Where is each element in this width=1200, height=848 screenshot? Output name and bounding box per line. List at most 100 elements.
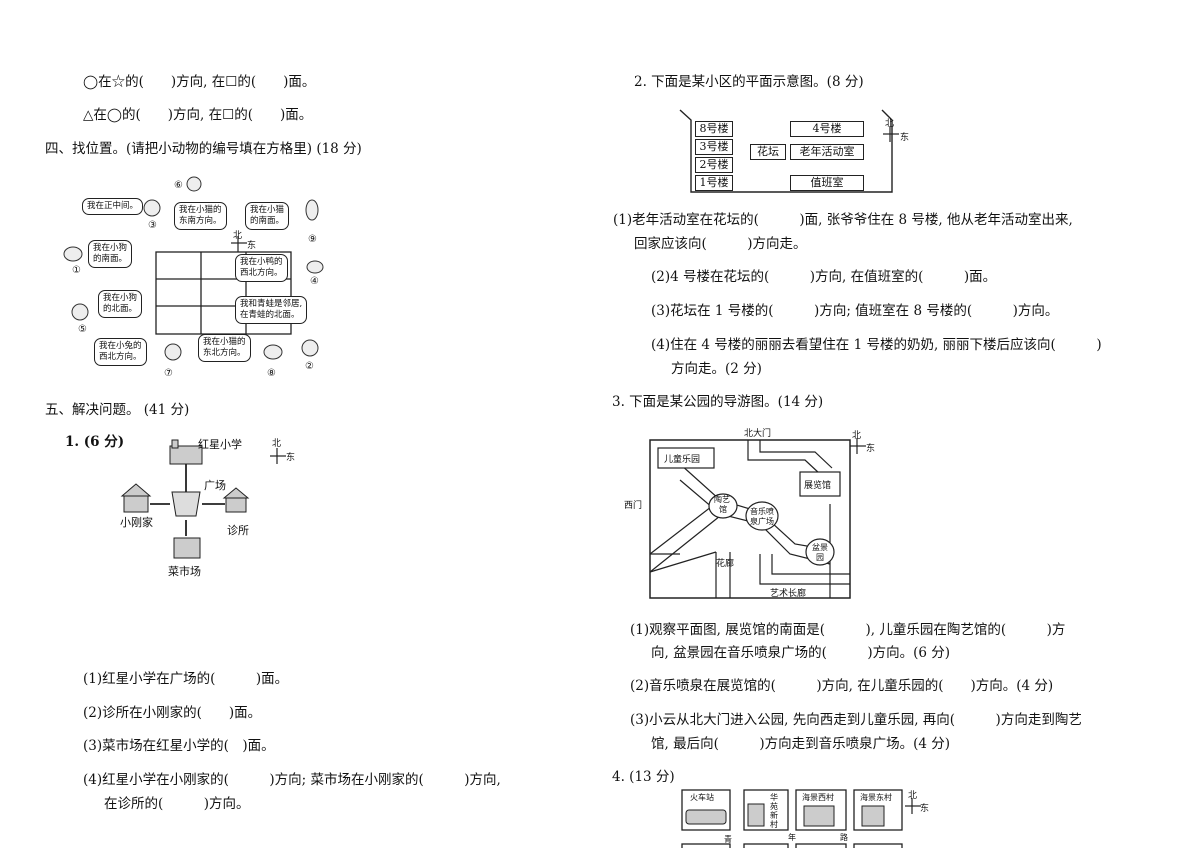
fountain-label-1: 音乐喷 [750, 507, 774, 516]
east-village-label: 海景东村 [860, 793, 892, 802]
bubble-text: 的南面。 [93, 254, 128, 264]
city-map-svg [681, 789, 921, 848]
number-3: ③ [148, 220, 157, 231]
bubble-text: 我在小猫的 [203, 337, 246, 347]
huayuan-label-4: 村 [770, 820, 778, 829]
question-3-3-line-b: 馆, 最后向( )方向走到音乐喷泉广场。(4 分) [651, 736, 951, 752]
speech-bubble-5: 我在小狗 的北面。 [98, 290, 143, 318]
train-icon [685, 809, 727, 825]
community-map-svg [679, 109, 899, 193]
building-icon [747, 803, 885, 827]
bubble-text: 西北方向。 [99, 352, 142, 362]
question-1-1: (1)红星小学在广场的( )面。 [83, 671, 289, 687]
north-label: 北 [233, 231, 243, 241]
duck-icon [301, 339, 319, 357]
road-label-1: 年 [788, 833, 796, 842]
clinic-label: 诊所 [227, 524, 249, 537]
north-label: 北 [908, 791, 918, 801]
museum-label: 展览馆 [804, 481, 832, 491]
bubble-text: 我在小鸭的 [240, 257, 283, 267]
square-icon [171, 491, 201, 517]
number-2: ② [305, 361, 314, 372]
question-2-3: (3)花坛在 1 号楼的( )方向; 值班室在 8 号楼的( )方向。 [651, 303, 1059, 319]
school-building-icon [169, 439, 203, 465]
bubble-text: 东北方向。 [203, 348, 246, 358]
question-1-4-line-b: 在诊所的( )方向。 [104, 796, 250, 812]
section-4-heading: 四、找位置。(请把小动物的编号填在方格里) (18 分) [45, 141, 362, 157]
question-2-1-line-a: (1)老年活动室在花坛的( )面, 张爷爷住在 8 号楼, 他从老年活动室出来, [613, 212, 1073, 228]
speech-bubble-9: 我在小猫 的南面。 [245, 202, 290, 230]
pottery-label-1: 陶艺 [714, 495, 730, 504]
town-map: 红星小学 广场 小刚家 诊所 菜市场 北 东 [110, 432, 310, 582]
speech-bubble-8: 我在小猫的 东北方向。 [198, 334, 251, 362]
question-3-3-line-a: (3)小云从北大门进入公园, 先向西走到儿童乐园, 再向( )方向走到陶艺 [630, 712, 1082, 728]
bubble-text: 我在小狗 [103, 293, 138, 303]
fountain-label-2: 泉广场 [750, 517, 774, 526]
north-label: 北 [885, 119, 895, 129]
number-9: ⑨ [308, 234, 317, 245]
building-8-box: 8号楼 [695, 121, 733, 137]
building-3-box: 3号楼 [695, 139, 733, 155]
duty-room-box: 值班室 [790, 175, 864, 191]
corridor-label: 花廊 [716, 559, 735, 569]
bubble-text: 我在小兔的 [99, 341, 142, 351]
park-map: 北大门 西门 儿童乐园 陶艺 馆 音乐喷 泉广场 展览馆 盆景 园 花廊 艺术长… [620, 424, 890, 604]
number-8: ⑧ [267, 368, 276, 379]
dog-icon [164, 343, 182, 361]
home-icon [120, 483, 152, 513]
question-2-4-line-b: 方向走。(2 分) [671, 361, 762, 377]
huayuan-label-2: 苑 [770, 802, 778, 811]
compass-cross [905, 798, 921, 814]
shape-question-line-1: ◯在☆的( )方向, 在☐的( )面。 [83, 74, 316, 90]
animal-grid-figure: 北 东 我在正中间。 我在小猫的 东南方向。 我在小猫 的南面。 我在小狗 的南… [60, 172, 340, 382]
bubble-text: 我和青蛙是邻居, [240, 299, 303, 309]
west-gate-label: 西门 [624, 501, 643, 511]
north-label: 北 [272, 439, 282, 449]
fountain-circle [745, 501, 779, 531]
rabbit-icon [305, 199, 319, 221]
bubble-text: 西北方向。 [240, 268, 283, 278]
shape-question-line-2: △在◯的( )方向, 在☐的( )面。 [83, 107, 313, 123]
bonsai-label-2: 园 [816, 553, 824, 562]
building-1-box: 1号楼 [695, 175, 733, 191]
bonsai-label-1: 盆景 [812, 543, 828, 552]
speech-bubble-3: 我在正中间。 [82, 198, 144, 215]
bubble-text: 我在正中间。 [87, 201, 139, 211]
fish-icon [263, 344, 283, 360]
building-2-box: 2号楼 [695, 157, 733, 173]
kids-park-label: 儿童乐园 [664, 455, 701, 465]
garden-box: 花坛 [750, 144, 786, 160]
number-6: ⑥ [174, 180, 183, 191]
road-label-2: 路 [840, 833, 848, 842]
north-gate-label: 北大门 [744, 429, 772, 439]
north-label: 北 [852, 431, 862, 441]
school-label: 红星小学 [198, 438, 242, 451]
bubble-text: 的北面。 [103, 304, 138, 314]
town-map-svg [120, 439, 286, 559]
speech-bubble-4: 我在小鸭的 西北方向。 [235, 254, 288, 282]
clinic-icon [222, 487, 250, 513]
animal-doodles [63, 176, 324, 361]
pottery-circle [708, 493, 738, 519]
market-label: 菜市场 [168, 565, 201, 578]
number-1: ① [72, 265, 81, 276]
bubble-text: 我在小猫的 [179, 205, 222, 215]
compass-cross [850, 438, 866, 454]
bird-icon [71, 303, 89, 321]
compass-cross [270, 448, 286, 464]
question-1-4-line-a: (4)红星小学在小刚家的( )方向; 菜市场在小刚家的( )方向, [83, 772, 501, 788]
question-2-1-line-b: 回家应该向( )方向走。 [634, 236, 807, 252]
number-5: ⑤ [78, 324, 87, 335]
park-map-svg [649, 438, 866, 599]
speech-bubble-7: 我在小兔的 西北方向。 [94, 338, 147, 366]
train-station-label: 火车站 [690, 793, 714, 802]
compass-cross [883, 126, 899, 142]
question-2-2: (2)4 号楼在花坛的( )方向, 在值班室的( )面。 [651, 269, 997, 285]
road-label-3: 青 [724, 835, 732, 844]
speech-bubble-6: 我在小猫的 东南方向。 [174, 202, 227, 230]
snail-icon [63, 246, 83, 262]
city-map: 火车站 华 苑 新 村 海景西村 海景东村 年 路 青 北 东 [676, 786, 936, 848]
bonsai-circle [805, 538, 835, 566]
boundary [679, 109, 893, 193]
